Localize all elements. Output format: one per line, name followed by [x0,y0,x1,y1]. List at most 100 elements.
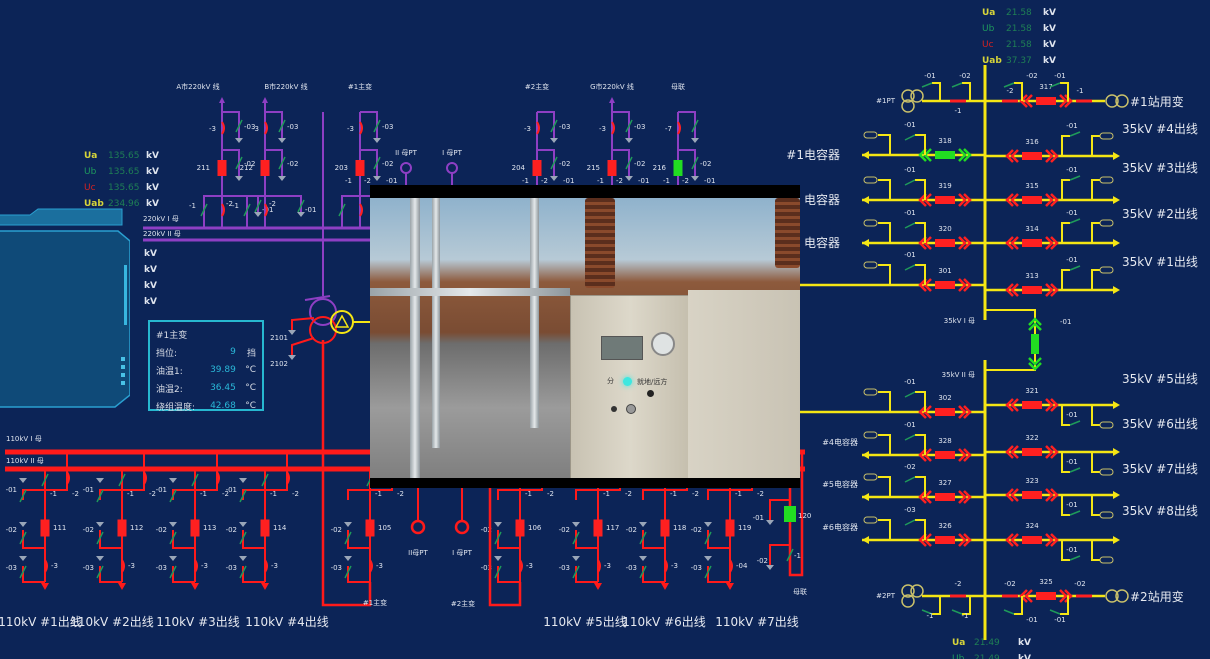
breaker-closed[interactable] [217,160,227,176]
disconnect-switch[interactable] [704,531,712,545]
disconnect-switch[interactable] [169,565,177,579]
disconnect-switch[interactable] [191,473,199,487]
disconnect-switch[interactable] [344,565,352,579]
breaker-closed[interactable] [593,519,603,537]
disconnect-switch[interactable] [96,531,104,545]
breaker-closed[interactable] [515,519,525,537]
disconnect-switch[interactable] [572,565,580,579]
isolator-closed[interactable] [194,559,198,573]
breaker-closed[interactable] [355,160,365,176]
breaker-open[interactable] [935,151,955,159]
disconnect-switch[interactable] [639,531,647,545]
disconnect-switch[interactable] [200,203,208,217]
disconnect-switch[interactable] [494,565,502,579]
breaker-closed[interactable] [935,281,955,289]
breaker-closed[interactable] [935,408,955,416]
disconnect-switch[interactable] [704,565,712,579]
breaker-closed[interactable] [725,519,735,537]
disconnect-switch[interactable] [235,156,243,170]
disconnect-switch[interactable] [118,473,126,487]
disconnect-switch[interactable] [169,531,177,545]
switch-closed[interactable] [1076,99,1092,103]
disconnect-switch[interactable] [96,489,104,503]
isolator-closed[interactable] [677,121,681,135]
breaker-closed[interactable] [1022,536,1042,544]
isolator-closed[interactable] [143,471,147,485]
breaker-closed[interactable] [365,519,375,537]
disconnect-switch[interactable] [96,565,104,579]
disconnect-switch[interactable] [169,489,177,503]
breaker-closed[interactable] [935,239,955,247]
disconnect-switch[interactable] [338,203,346,217]
isolator-closed[interactable] [519,559,523,573]
isolator-closed[interactable] [359,121,363,135]
disconnect-switch[interactable] [278,156,286,170]
switch-closed[interactable] [950,99,966,103]
disconnect-switch[interactable] [239,489,247,503]
disconnect-switch[interactable] [494,531,502,545]
breaker-closed[interactable] [935,536,955,544]
breaker-open[interactable] [1031,334,1039,354]
disconnect-switch[interactable] [239,531,247,545]
breaker-closed[interactable] [117,519,127,537]
disconnect-switch[interactable] [373,156,381,170]
disconnect-switch[interactable] [691,119,699,133]
breaker-closed[interactable] [1022,448,1042,456]
breaker-closed[interactable] [660,519,670,537]
breaker-closed[interactable] [260,160,270,176]
disconnect-switch[interactable] [373,119,381,133]
breaker-closed[interactable] [935,493,955,501]
disconnect-switch[interactable] [239,565,247,579]
breaker-closed[interactable] [190,519,200,537]
breaker-closed[interactable] [1022,491,1042,499]
breaker-closed[interactable] [935,196,955,204]
disconnect-switch[interactable] [261,473,269,487]
breaker-closed[interactable] [532,160,542,176]
disconnect-switch[interactable] [254,199,262,213]
breaker-closed[interactable] [935,451,955,459]
substation-video-view[interactable]: 分 就地/远方 [370,185,800,488]
isolator-closed[interactable] [264,121,268,135]
isolator-closed[interactable] [264,203,268,217]
isolator-closed[interactable] [536,121,540,135]
isolator-closed[interactable] [44,559,48,573]
breaker-closed[interactable] [40,519,50,537]
breaker-closed[interactable] [260,519,270,537]
isolator-closed[interactable] [264,559,268,573]
disconnect-switch[interactable] [41,473,49,487]
breaker-closed[interactable] [1036,97,1056,105]
isolator-closed[interactable] [664,559,668,573]
breaker-closed[interactable] [1022,196,1042,204]
breaker-closed[interactable] [1022,239,1042,247]
disconnect-switch[interactable] [19,565,27,579]
isolator-closed[interactable] [286,471,290,485]
isolator-closed[interactable] [597,559,601,573]
disconnect-switch[interactable] [297,199,305,213]
breaker-open[interactable] [784,506,796,522]
isolator-closed[interactable] [66,471,70,485]
disconnect-switch[interactable] [625,119,633,133]
switch-closed[interactable] [1002,99,1018,103]
disconnect-switch[interactable] [572,531,580,545]
breaker-closed[interactable] [1036,592,1056,600]
isolator-closed[interactable] [121,559,125,573]
isolator-closed[interactable] [221,121,225,135]
disconnect-switch[interactable] [639,565,647,579]
disconnect-switch[interactable] [344,531,352,545]
disconnect-switch[interactable] [550,156,558,170]
switch-closed[interactable] [950,594,966,598]
isolator-closed[interactable] [359,203,363,217]
disconnect-switch[interactable] [625,156,633,170]
breaker-closed[interactable] [1022,401,1042,409]
disconnect-switch[interactable] [243,203,251,217]
disconnect-switch[interactable] [278,119,286,133]
disconnect-switch[interactable] [235,119,243,133]
breaker-closed[interactable] [607,160,617,176]
breaker-open[interactable] [673,160,683,176]
isolator-closed[interactable] [369,559,373,573]
disconnect-switch[interactable] [550,119,558,133]
isolator-closed[interactable] [216,471,220,485]
disconnect-switch[interactable] [19,489,27,503]
breaker-closed[interactable] [1022,152,1042,160]
breaker-closed[interactable] [1022,286,1042,294]
